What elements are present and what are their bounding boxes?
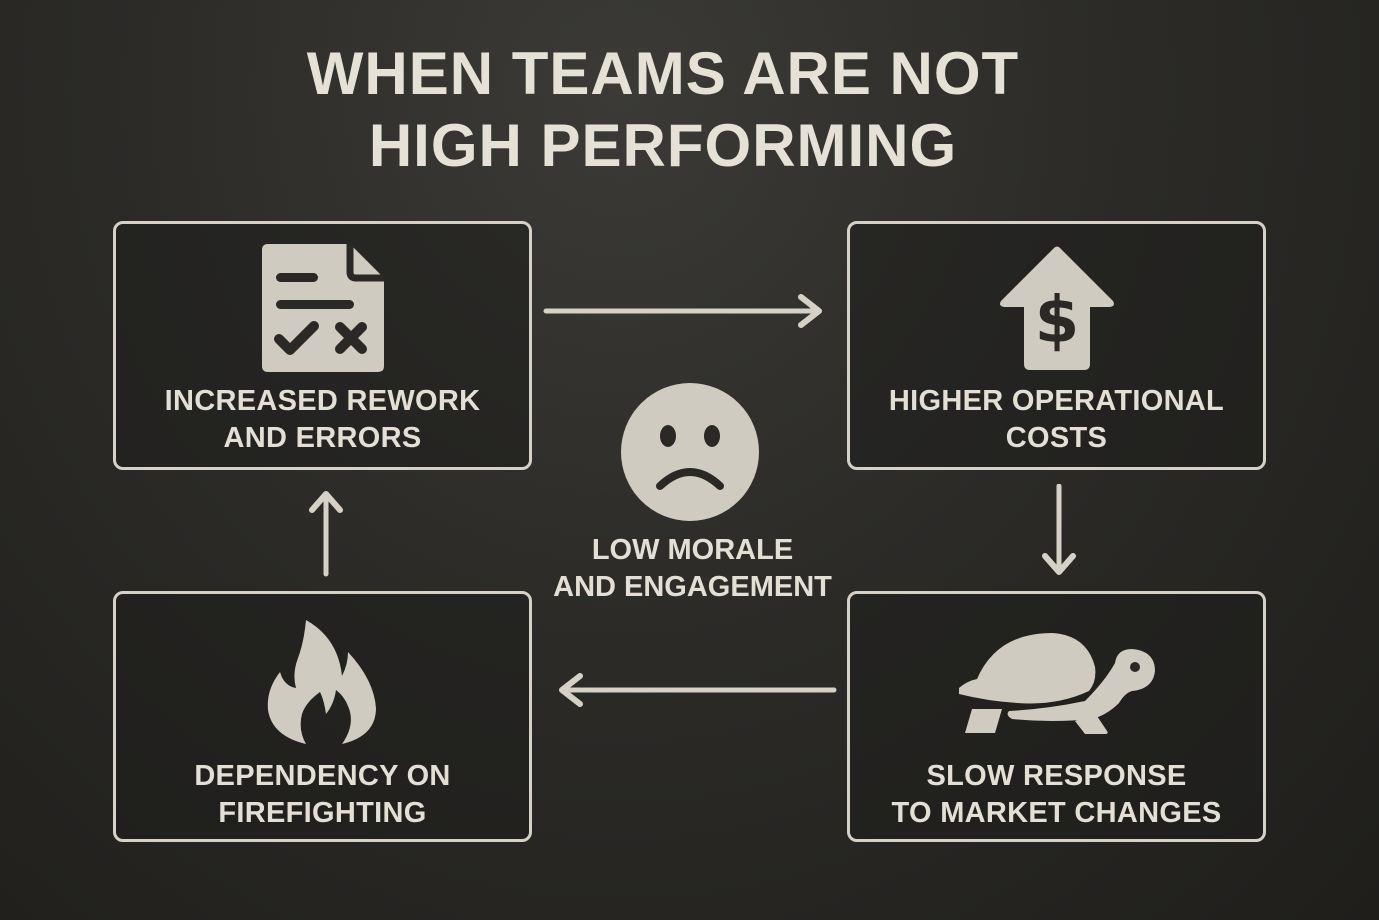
center-label: LOW MORALE AND ENGAGEMENT bbox=[553, 534, 832, 603]
title-line-2: HIGH PERFORMING bbox=[368, 112, 958, 179]
page-title: WHEN TEAMS ARE NOT HIGH PERFORMING bbox=[0, 38, 1326, 182]
document-check-cross-icon bbox=[261, 244, 384, 372]
arrow-up-icon bbox=[308, 490, 344, 578]
box-dependency-on-firefighting: DEPENDENCY ON FIREFIGHTING bbox=[113, 591, 532, 842]
fire-icon bbox=[266, 618, 380, 746]
turtle-icon bbox=[957, 631, 1157, 736]
svg-text:$: $ bbox=[1034, 284, 1079, 358]
box-label: INCREASED REWORK AND ERRORS bbox=[164, 385, 481, 454]
arrow-left-icon bbox=[556, 673, 838, 707]
title-line-1: WHEN TEAMS ARE NOT bbox=[306, 40, 1020, 107]
arrow-right-icon bbox=[543, 294, 825, 328]
arrow-down-icon bbox=[1041, 484, 1077, 578]
box-label: HIGHER OPERATIONAL COSTS bbox=[888, 385, 1225, 454]
box-higher-operational-costs: $ HIGHER OPERATIONAL COSTS bbox=[847, 221, 1266, 470]
sad-face-icon bbox=[620, 382, 760, 522]
house-dollar-up-icon: $ bbox=[998, 246, 1116, 370]
box-label: SLOW RESPONSE TO MARKET CHANGES bbox=[891, 760, 1222, 829]
box-increased-rework: INCREASED REWORK AND ERRORS bbox=[113, 221, 532, 470]
box-slow-response: SLOW RESPONSE TO MARKET CHANGES bbox=[847, 591, 1266, 842]
box-label: DEPENDENCY ON FIREFIGHTING bbox=[194, 760, 451, 829]
